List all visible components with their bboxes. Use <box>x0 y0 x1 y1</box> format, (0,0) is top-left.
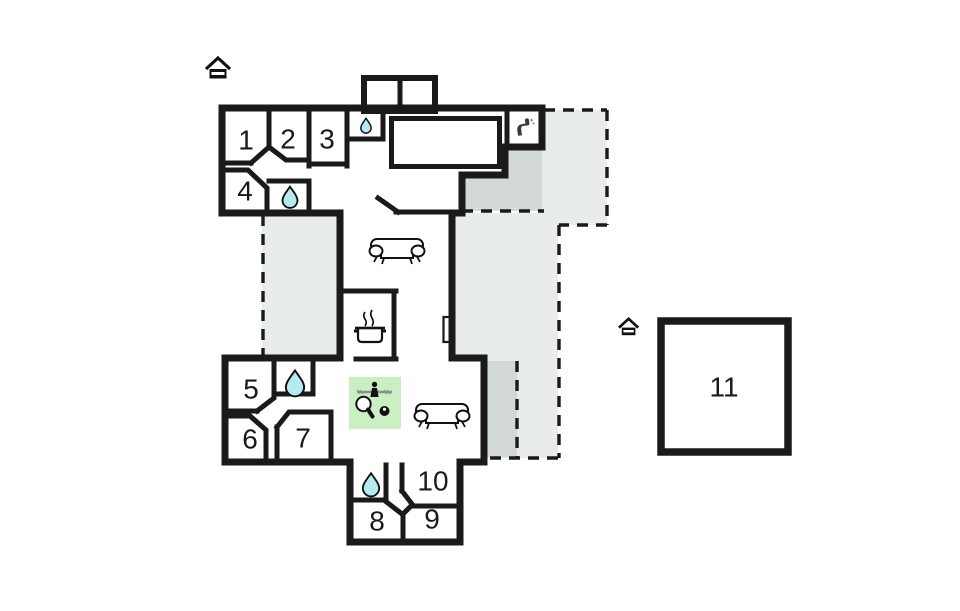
foosball-icon <box>356 381 392 397</box>
terrace-left <box>262 214 343 359</box>
cooking-pot-icon <box>354 309 386 344</box>
room-label-6: 6 <box>242 424 258 455</box>
room-label-10: 10 <box>417 466 448 497</box>
room-label-4: 4 <box>237 176 253 207</box>
entrance-icon <box>204 55 232 79</box>
entrance-icon <box>618 316 640 336</box>
sofa-icon <box>368 238 426 265</box>
terrace-dashed-border <box>261 108 609 460</box>
sofa-icon <box>413 403 471 430</box>
water-drop-icon <box>361 471 381 498</box>
room-label-1: 1 <box>238 125 254 156</box>
covered-terrace-lower <box>484 361 517 457</box>
room-label-7: 7 <box>295 423 311 454</box>
room-label-9: 9 <box>424 504 440 535</box>
building-outline <box>218 104 546 546</box>
water-drop-icon <box>360 117 372 134</box>
room-label-5: 5 <box>243 374 259 405</box>
water-drop-icon <box>284 368 306 398</box>
swimming-pool <box>389 116 502 169</box>
billiard-ball-icon <box>379 406 390 416</box>
covered-terrace-upper <box>462 147 542 211</box>
water-tap-icon <box>517 118 535 136</box>
water-drop-icon <box>281 185 299 209</box>
partition-walls <box>223 105 510 541</box>
room-label-2: 2 <box>280 124 296 155</box>
room-label-8: 8 <box>369 506 385 537</box>
room-label-11: 11 <box>709 372 738 403</box>
room-label-3: 3 <box>319 124 335 155</box>
table-tennis-icon <box>355 395 375 419</box>
window-marker <box>442 315 454 344</box>
annex-building <box>657 317 792 456</box>
